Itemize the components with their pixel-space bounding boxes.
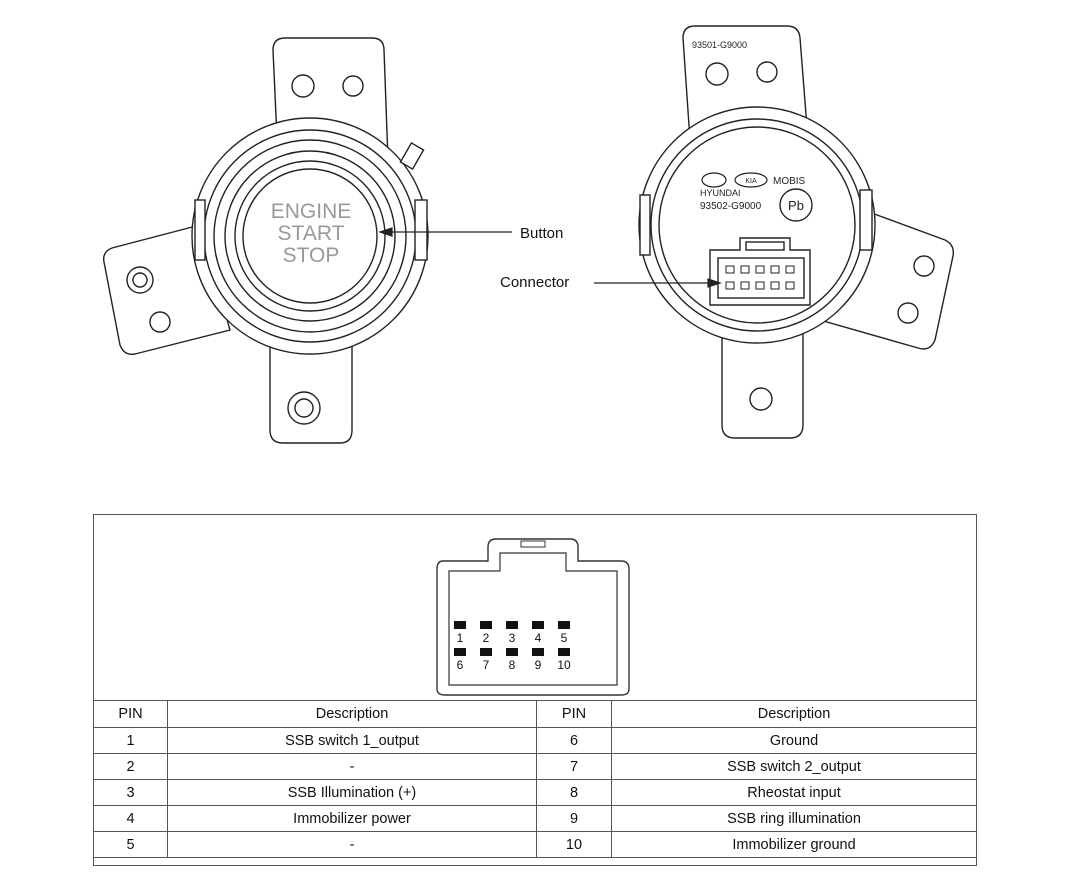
button-text-line-2: START <box>278 222 345 245</box>
pin-number-label: 10 <box>557 658 571 672</box>
pin-cell-8 <box>506 648 518 656</box>
pin-description: Immobilizer ground <box>611 831 977 858</box>
button-text-line-3: STOP <box>283 244 340 267</box>
pin-number-label: 7 <box>483 658 490 672</box>
pin-number: 4 <box>93 805 168 832</box>
pin-cell-7 <box>480 648 492 656</box>
pin-number-label: 8 <box>509 658 516 672</box>
header-pin-1: PIN <box>93 700 168 728</box>
kia-logo-text: KIA <box>745 178 757 185</box>
pin-number-label: 6 <box>457 658 464 672</box>
pin-description: SSB switch 1_output <box>167 727 537 754</box>
connector-pin-cells: 1 2 3 4 5 6 7 8 9 10 <box>454 621 571 672</box>
pin-cell-5 <box>558 621 570 629</box>
connector-arrow-icon <box>707 278 722 288</box>
callout-connector-label: Connector <box>500 274 569 291</box>
pin-number-label: 9 <box>535 658 542 672</box>
brand-logos <box>701 172 768 188</box>
pin-cell-3 <box>506 621 518 629</box>
switch-diagram: ENGINE START STOP 93501-G9000 KIA MOBIS … <box>102 25 955 444</box>
pin-cell-10 <box>558 648 570 656</box>
pin-number: 5 <box>93 831 168 858</box>
pin-description: Immobilizer power <box>167 805 537 832</box>
button-text-line-1: ENGINE <box>271 200 352 223</box>
header-description-2: Description <box>611 700 977 728</box>
pinout-table: PIN Description PIN Description 1 SSB sw… <box>93 700 977 858</box>
part-number-top: 93501-G9000 <box>692 40 747 50</box>
part-number-mid: 93502-G9000 <box>700 201 762 212</box>
button-arrow-icon <box>378 227 393 237</box>
pin-number: 1 <box>93 727 168 754</box>
engine-start-stop-label: ENGINE START STOP <box>271 200 352 267</box>
table-row: 1 SSB switch 1_output 6 Ground <box>93 727 977 754</box>
pin-description: SSB ring illumination <box>611 805 977 832</box>
hyundai-logo-icon <box>701 172 727 188</box>
connector-face-diagram: 1 2 3 4 5 6 7 8 9 10 <box>436 538 630 696</box>
mobis-label: MOBIS <box>773 176 806 187</box>
table-row: 3 SSB Illumination (+) 8 Rheostat input <box>93 779 977 806</box>
header-description-1: Description <box>167 700 537 728</box>
pin-number: 9 <box>536 805 612 832</box>
pin-number: 7 <box>536 753 612 780</box>
rear-connector-pins <box>725 265 795 290</box>
pin-number: 10 <box>536 831 612 858</box>
pb-mark: Pb <box>788 198 804 213</box>
table-row: 2 - 7 SSB switch 2_output <box>93 753 977 780</box>
pin-number-label: 2 <box>483 631 490 645</box>
table-row: 5 - 10 Immobilizer ground <box>93 831 977 858</box>
pin-description: - <box>167 831 537 858</box>
pin-number: 6 <box>536 727 612 754</box>
pin-description: - <box>167 753 537 780</box>
pin-number: 8 <box>536 779 612 806</box>
pin-cell-2 <box>480 621 492 629</box>
pin-description: Rheostat input <box>611 779 977 806</box>
rear-labels: 93501-G9000 KIA MOBIS HYUNDAI 93502-G900… <box>692 40 806 213</box>
pin-number: 2 <box>93 753 168 780</box>
switch-front-view <box>102 37 429 444</box>
pin-cell-6 <box>454 648 466 656</box>
pin-number-label: 5 <box>561 631 568 645</box>
pin-number: 3 <box>93 779 168 806</box>
pin-description: SSB switch 2_output <box>611 753 977 780</box>
pin-cell-9 <box>532 648 544 656</box>
kia-logo-icon <box>734 172 768 188</box>
switch-rear-view <box>638 25 955 439</box>
pin-description: Ground <box>611 727 977 754</box>
pin-cell-4 <box>532 621 544 629</box>
callout-button-label: Button <box>520 225 563 242</box>
table-header-row: PIN Description PIN Description <box>93 700 977 728</box>
pin-number-label: 4 <box>535 631 542 645</box>
pin-number-label: 1 <box>457 631 464 645</box>
table-row: 4 Immobilizer power 9 SSB ring illuminat… <box>93 805 977 832</box>
header-pin-2: PIN <box>536 700 612 728</box>
pin-cell-1 <box>454 621 466 629</box>
hyundai-label: HYUNDAI <box>700 188 741 198</box>
pin-description: SSB Illumination (+) <box>167 779 537 806</box>
pin-number-label: 3 <box>509 631 516 645</box>
